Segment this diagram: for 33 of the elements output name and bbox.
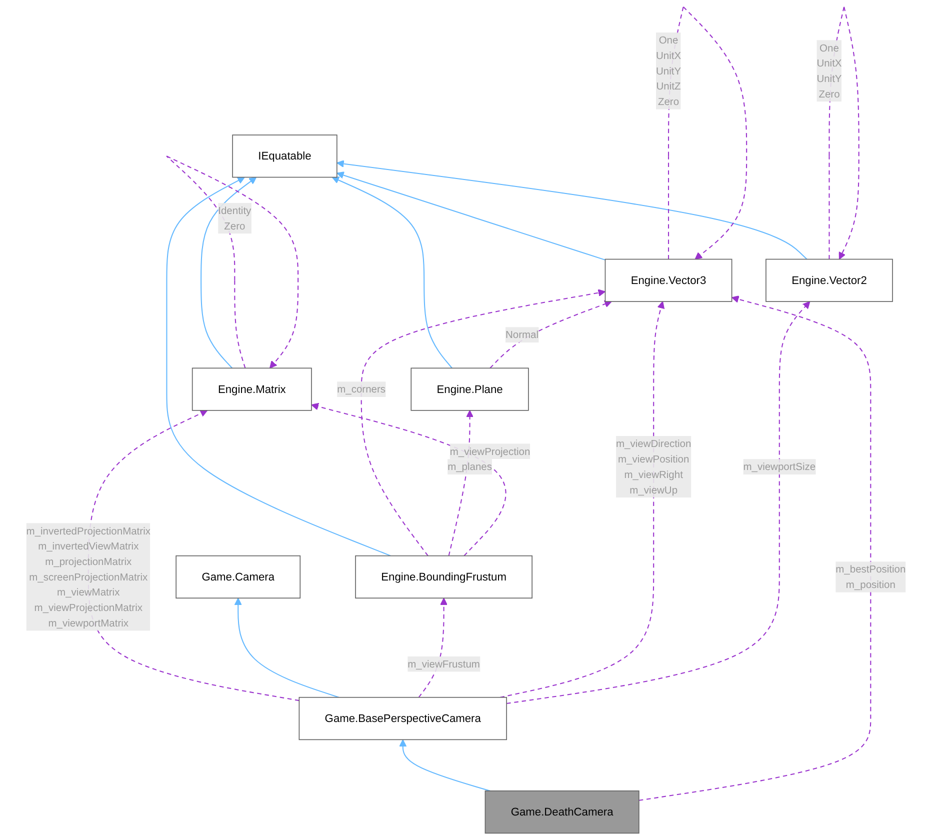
- arrow: [500, 301, 665, 698]
- node-box: Engine.Vector2: [766, 258, 893, 302]
- node-box: Engine.Matrix: [192, 368, 312, 411]
- arrow: [399, 739, 490, 792]
- node-box: Game.Camera: [176, 555, 301, 599]
- arrow: [200, 176, 257, 368]
- arrow: [418, 598, 448, 698]
- edge-label: m_viewFrustum: [408, 658, 480, 670]
- edge-label: Identity Zero: [218, 204, 252, 232]
- arrow: [166, 176, 391, 556]
- arrow: [234, 598, 340, 698]
- edge-label: m_invertedProjectionMatrix m_invertedViewMatrix m_projectionMatrix m_screenProjectionMatrix m_viewMatrix m_viewProjectionMatrix m_viewportMatrix: [26, 524, 150, 630]
- edge-label: m_bestPosition m_position: [836, 563, 906, 591]
- arrow: [638, 296, 872, 801]
- edge-label: m_planes: [448, 460, 492, 473]
- edge-label: m_viewportSize: [743, 460, 816, 473]
- arrow: [506, 301, 810, 704]
- edge-label: One UnitX UnitY UnitZ Zero: [656, 34, 682, 108]
- node-box: Game.BasePerspectiveCamera: [298, 696, 507, 740]
- edge-label: m_viewProjection: [450, 445, 530, 458]
- edge-label: m_viewDirection m_viewPosition m_viewRight m_viewUp: [616, 438, 692, 496]
- arrow: [336, 172, 606, 260]
- edge-label: m_corners: [337, 383, 386, 396]
- arrow: [332, 176, 452, 368]
- arrow: [490, 300, 612, 368]
- node-box: Engine.Vector3: [604, 258, 732, 302]
- node-box: Game.DeathCamera: [484, 790, 640, 834]
- node-box: IEquatable: [232, 134, 338, 178]
- edge-label: One UnitX UnitY Zero: [816, 42, 842, 100]
- arrow: [336, 160, 808, 260]
- node-box: Engine.BoundingFrustum: [355, 555, 532, 599]
- edge-label: Normal: [505, 328, 539, 341]
- node-box: Engine.Plane: [410, 368, 529, 411]
